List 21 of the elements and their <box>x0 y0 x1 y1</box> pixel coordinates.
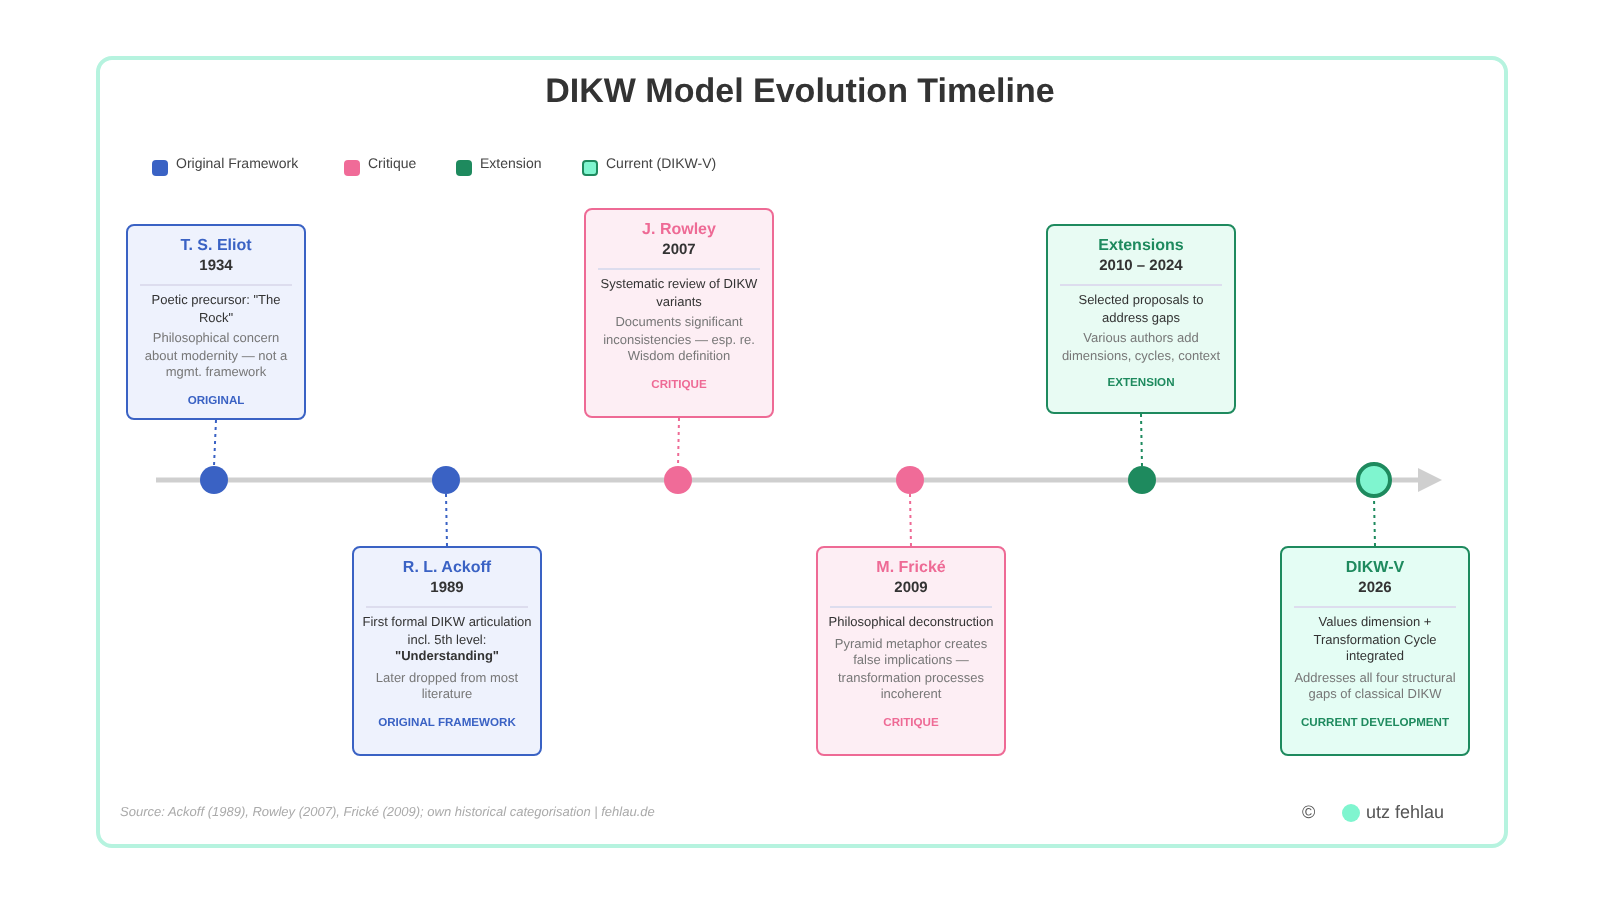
author-name: M. Frické <box>874 558 948 578</box>
event-card <box>1046 224 1236 414</box>
copyright-symbol: © <box>1302 802 1316 822</box>
leader-line <box>677 417 680 467</box>
author-name: Extensions <box>1096 236 1186 256</box>
diagram-title: DIKW Model Evolution Timeline <box>543 72 1057 112</box>
author-name: J. Rowley <box>640 220 718 240</box>
author-name: R. L. Ackoff <box>400 558 494 578</box>
event-card <box>584 208 774 418</box>
event-card <box>352 546 542 756</box>
leader-line <box>1140 413 1143 467</box>
event-card <box>816 546 1006 756</box>
leader-line <box>1373 497 1376 547</box>
leader-line <box>909 493 912 547</box>
author-name: DIKW-V <box>1343 558 1407 578</box>
leader-line <box>445 493 448 547</box>
event-card <box>126 224 306 419</box>
event-card <box>1280 546 1470 756</box>
author-name: utz fehlau <box>1366 802 1445 822</box>
leader-line <box>213 419 217 467</box>
author-name: T. S. Eliot <box>178 236 254 256</box>
